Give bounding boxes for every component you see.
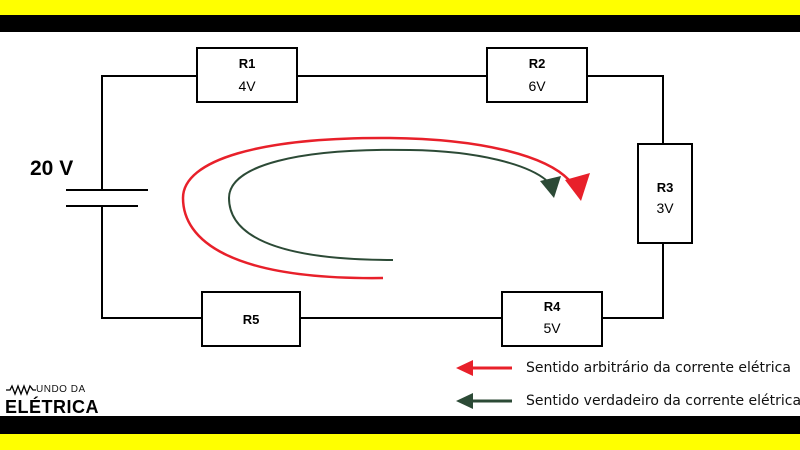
resistor-r3: [637, 143, 693, 244]
resistor-r2-name: R2: [528, 56, 546, 71]
bottom-black-band: [0, 416, 800, 434]
resistor-r5-name: R5: [242, 312, 260, 327]
legend-arbitrary-label: Sentido arbitrário da corrente elétrica: [526, 360, 791, 376]
top-black-band: [0, 15, 800, 32]
legend-green-arrow-icon: [456, 393, 512, 409]
circuit-wires: [101, 75, 664, 319]
legend-red-arrow-icon: [456, 360, 512, 376]
arbitrary-current-arrow: [181, 136, 590, 280]
logo-bottom-text: ELÉTRICA: [5, 397, 99, 417]
logo-top-text: UNDO DA: [36, 384, 86, 395]
resistor-r2-value: 6V: [528, 78, 546, 94]
resistor-r1-name: R1: [238, 56, 256, 71]
resistor-r5: [201, 291, 301, 347]
resistor-r3-value: 3V: [656, 200, 674, 216]
resistor-r4: [501, 291, 603, 347]
battery-voltage-label: 20 V: [30, 157, 74, 180]
legend-true-label: Sentido verdadeiro da corrente elétrica: [526, 393, 800, 409]
resistor-r1: [196, 47, 298, 103]
true-current-arrow: [227, 148, 561, 261]
resistor-r1-value: 4V: [238, 78, 256, 94]
resistor-r4-name: R4: [543, 299, 561, 314]
resistor-r2: [486, 47, 588, 103]
logo-wave-icon: [6, 384, 36, 396]
top-yellow-band: [0, 0, 800, 15]
battery-symbol: [66, 189, 148, 207]
resistor-r3-name: R3: [656, 180, 674, 195]
bottom-yellow-band: [0, 434, 800, 450]
resistor-r4-value: 5V: [543, 320, 561, 336]
